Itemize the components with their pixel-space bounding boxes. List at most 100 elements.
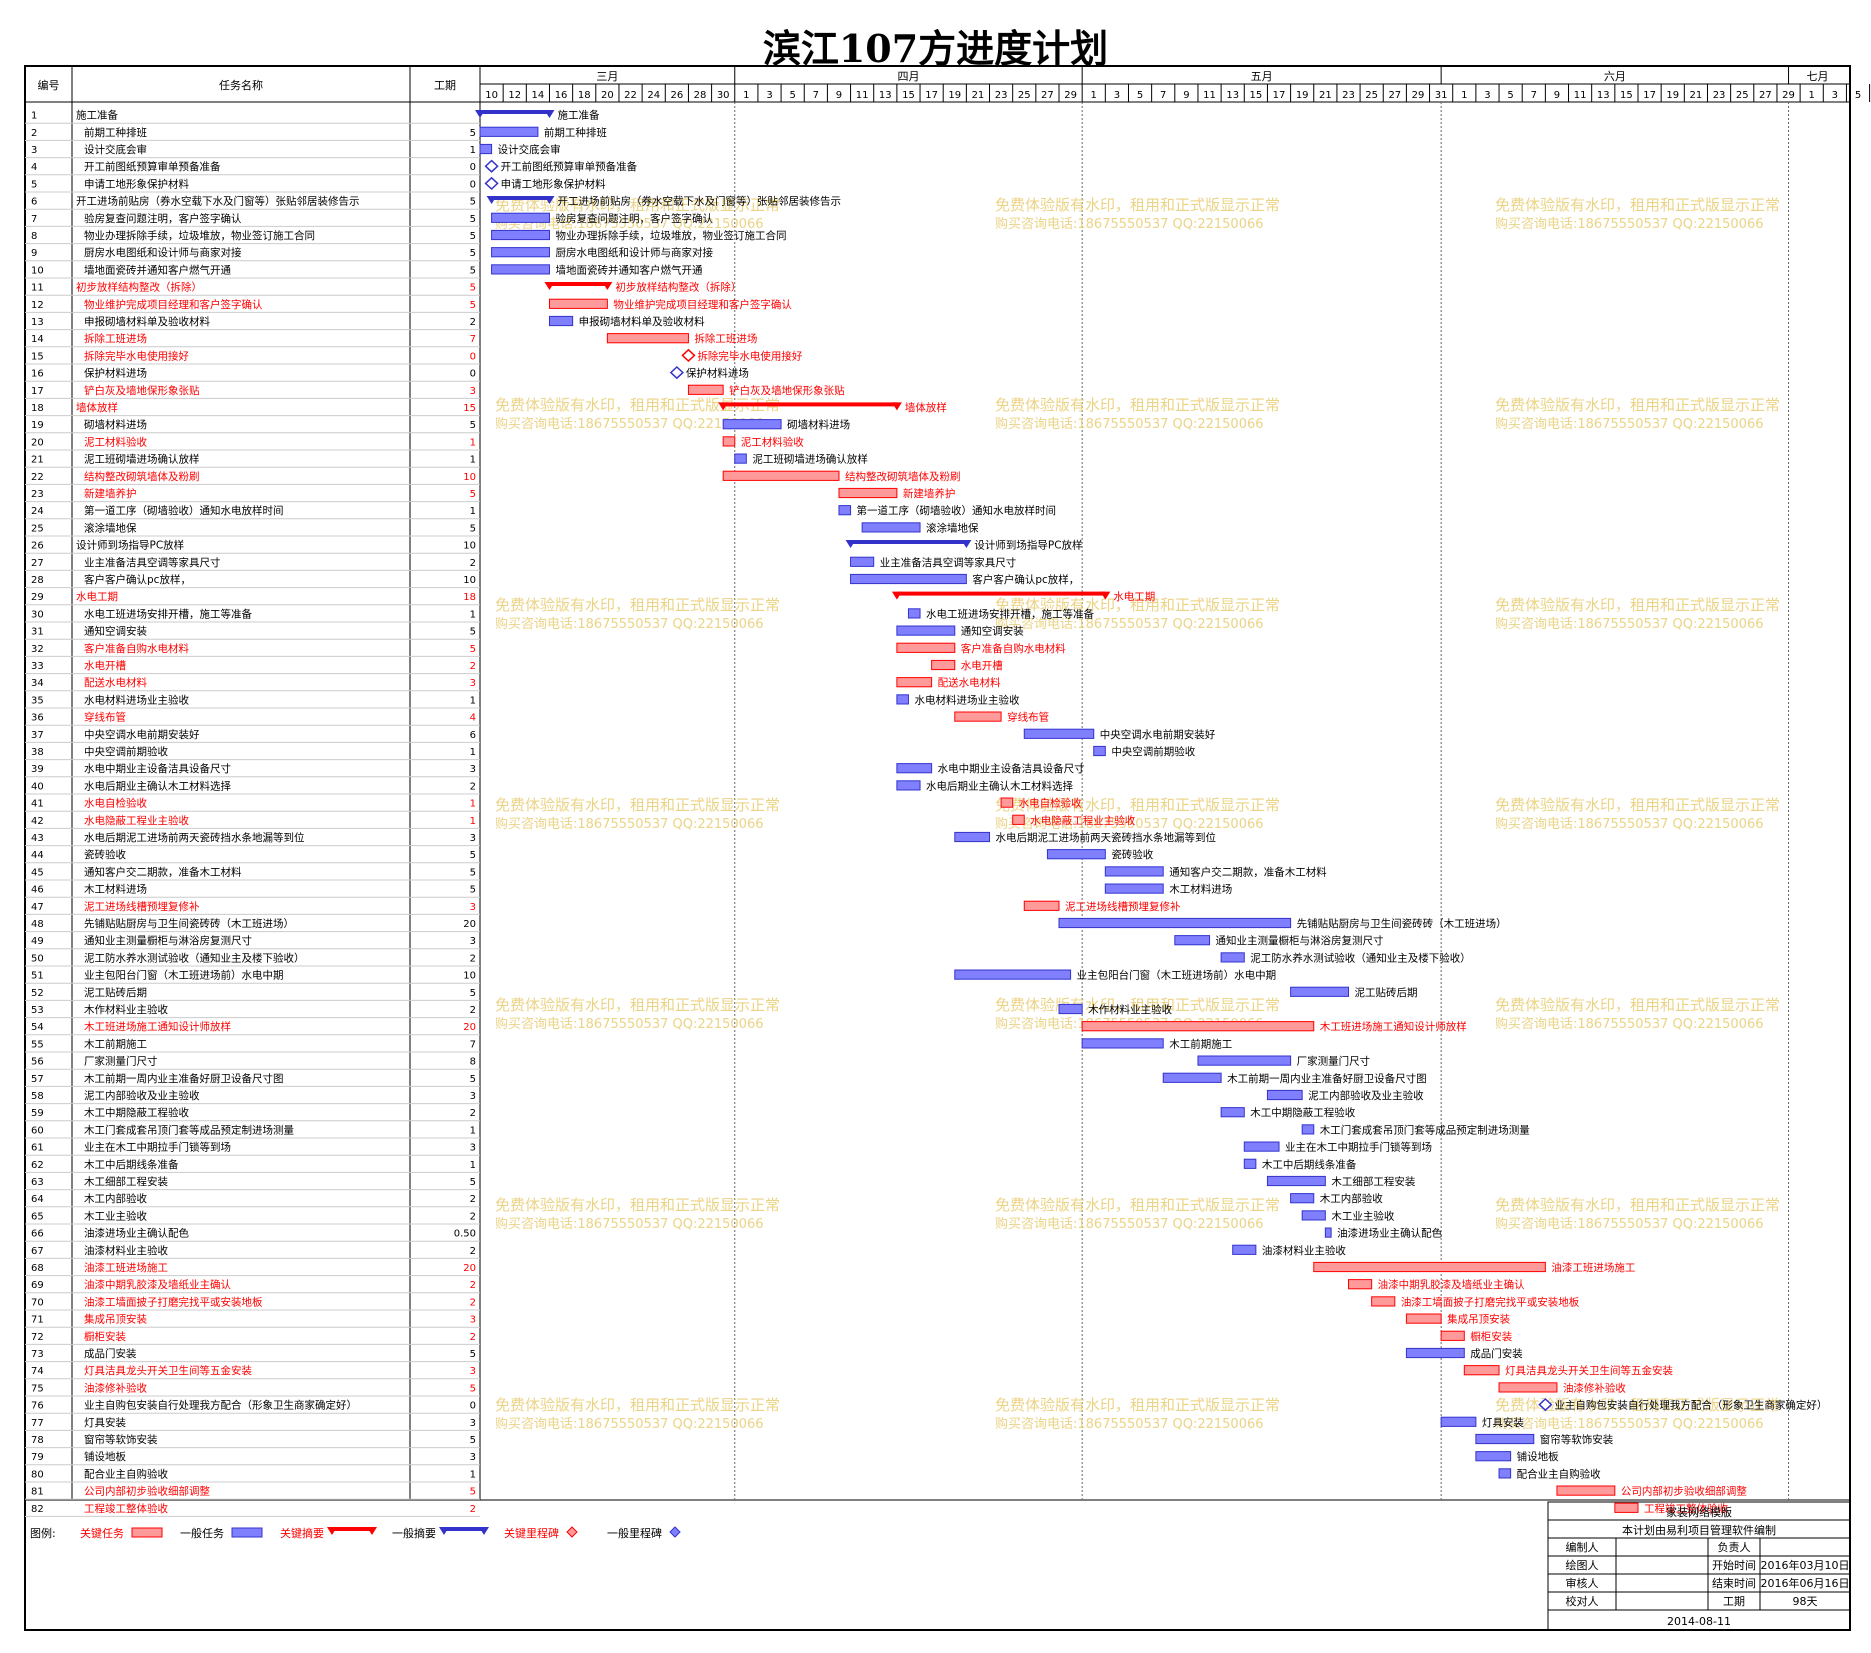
task-name: 物业维护完成项目经理和客户签字确认 (84, 298, 263, 311)
task-id: 77 (31, 1418, 44, 1429)
day-tick-label: 11 (1574, 90, 1587, 101)
bar-label: 木工班进场施工通知设计师放样 (1320, 1020, 1467, 1033)
summary-cap-start (718, 402, 729, 411)
task-bar (850, 556, 875, 567)
bar-label: 配合业主自购验收 (1517, 1467, 1601, 1480)
task-id: 6 (31, 197, 37, 208)
bar-label: 灯具安装 (1482, 1416, 1524, 1429)
bar-label: 验房复查问题注明，客户签字确认 (555, 212, 713, 225)
bar-label: 泥工内部验收及业主验收 (1308, 1089, 1424, 1102)
task-duration: 7 (470, 1039, 476, 1050)
task-bar (896, 763, 933, 774)
task-name: 开工前图纸预算审单预备准备 (84, 160, 221, 173)
bar-label: 物业办理拆除手续，垃圾堆放，物业签订施工合同 (555, 229, 786, 242)
task-bar (896, 642, 956, 653)
legend-swatch-cap (479, 1527, 489, 1535)
task-name: 泥工防水养水测试验收（通知业主及楼下验收） (84, 951, 305, 964)
summary-cap-end (961, 540, 972, 548)
task-bar (1614, 1502, 1639, 1513)
task-id: 44 (31, 850, 44, 861)
task-id: 43 (31, 833, 44, 844)
task-name: 木工班进场施工通知设计师放样 (84, 1020, 231, 1033)
task-name: 客户准备自购水电材料 (84, 642, 189, 655)
day-tick-label: 15 (1249, 90, 1262, 101)
task-duration: 5 (470, 523, 476, 534)
day-tick-label: 3 (766, 90, 772, 101)
task-name: 铲白灰及墙地保形象张贴 (84, 384, 200, 397)
task-duration: 3 (470, 1143, 476, 1154)
task-id: 36 (31, 713, 44, 724)
task-id: 68 (31, 1263, 44, 1274)
task-id: 9 (31, 248, 37, 259)
task-duration: 15 (463, 403, 476, 414)
day-tick-label: 5 (1137, 90, 1143, 101)
task-id: 39 (31, 764, 44, 775)
task-duration: 2 (470, 1211, 476, 1222)
bar-label: 施工准备 (557, 109, 599, 122)
task-name: 第一道工序（砌墙验收）通知水电放样时间 (84, 504, 284, 517)
task-duration: 7 (470, 334, 476, 345)
task-name: 灯具安装 (84, 1416, 126, 1429)
task-name: 泥工进场线槽预埋复修补 (84, 900, 200, 913)
milestone-diamond (1538, 1397, 1553, 1412)
task-duration: 5 (470, 1435, 476, 1446)
watermark-line2: 购买咨询电话:18675550537 QQ:22150066 (995, 616, 1264, 632)
footer-title: 家装网络模版 (1666, 1505, 1732, 1519)
task-name: 水电工班进场安排开槽，施工等准备 (84, 607, 252, 620)
task-duration: 10 (463, 472, 476, 483)
task-bar (931, 659, 956, 671)
footer-cell: 2016年03月10日 (1761, 1558, 1850, 1572)
footer-cell: 编制人 (1566, 1540, 1599, 1554)
task-name: 申报砌墙材料单及验收材料 (84, 315, 210, 328)
task-duration: 2 (470, 1297, 476, 1308)
summary-bar (549, 282, 608, 286)
bar-label: 油漆修补验收 (1563, 1381, 1626, 1394)
watermark-line1: 免费体验版有水印，租用和正式版显示正常 (1495, 196, 1780, 214)
task-duration: 5 (470, 850, 476, 861)
task-duration: 1 (470, 1125, 476, 1136)
bar-label: 油漆工墙面披子打磨完找平或安装地板 (1401, 1295, 1580, 1308)
task-id: 81 (31, 1487, 44, 1498)
day-tick-label: 12 (508, 90, 521, 101)
bar-label: 拆除完毕水电使用接好 (697, 349, 802, 362)
legend-swatch-bar (131, 1527, 163, 1538)
task-duration: 2 (470, 1504, 476, 1515)
task-duration: 2 (470, 1194, 476, 1205)
task-id: 14 (31, 334, 44, 345)
task-duration: 18 (463, 592, 476, 603)
task-name: 工程竣工整体验收 (84, 1502, 168, 1515)
task-duration: 5 (470, 1074, 476, 1085)
task-duration: 5 (470, 627, 476, 638)
task-bar (1313, 1261, 1546, 1273)
task-name: 水电工期 (76, 590, 118, 603)
bar-label: 油漆工班进场施工 (1551, 1261, 1635, 1274)
bar-label: 公司内部初步验收细部调整 (1621, 1485, 1747, 1498)
footer-cell: 结束时间 (1712, 1577, 1756, 1590)
task-bar (1093, 745, 1106, 757)
task-name: 前期工种排班 (84, 126, 147, 139)
task-name: 水电开槽 (84, 659, 126, 672)
bar-label: 配送水电材料 (938, 676, 1001, 689)
bar-label: 先铺贴贴厨房与卫生间瓷砖砖（木工班进场） (1297, 917, 1507, 930)
task-bar (896, 694, 909, 705)
task-id: 3 (31, 145, 37, 156)
legend-swatch-milestone (669, 1526, 681, 1538)
task-name: 中央空调前期验收 (84, 745, 168, 758)
task-duration: 0 (470, 179, 476, 190)
task-name: 客户客户确认pc放样， (84, 573, 191, 586)
task-duration: 4 (470, 713, 476, 724)
task-bar (861, 522, 921, 533)
day-tick-label: 28 (694, 90, 707, 101)
task-duration: 0 (470, 351, 476, 362)
day-tick-label: 9 (836, 90, 842, 101)
month-label: 五月 (1251, 70, 1273, 83)
watermark-line2: 购买咨询电话:18675550537 QQ:22150066 (495, 616, 764, 632)
task-name: 油漆中期乳胶漆及墙纸业主确认 (84, 1278, 231, 1291)
day-tick-label: 7 (1160, 90, 1166, 101)
task-duration: 2 (470, 1246, 476, 1257)
footer-cell: 98天 (1793, 1595, 1818, 1608)
month-label: 六月 (1604, 70, 1626, 83)
watermark-line2: 购买咨询电话:18675550537 QQ:22150066 (495, 1416, 764, 1432)
task-bar (838, 487, 898, 499)
task-id: 12 (31, 300, 44, 311)
